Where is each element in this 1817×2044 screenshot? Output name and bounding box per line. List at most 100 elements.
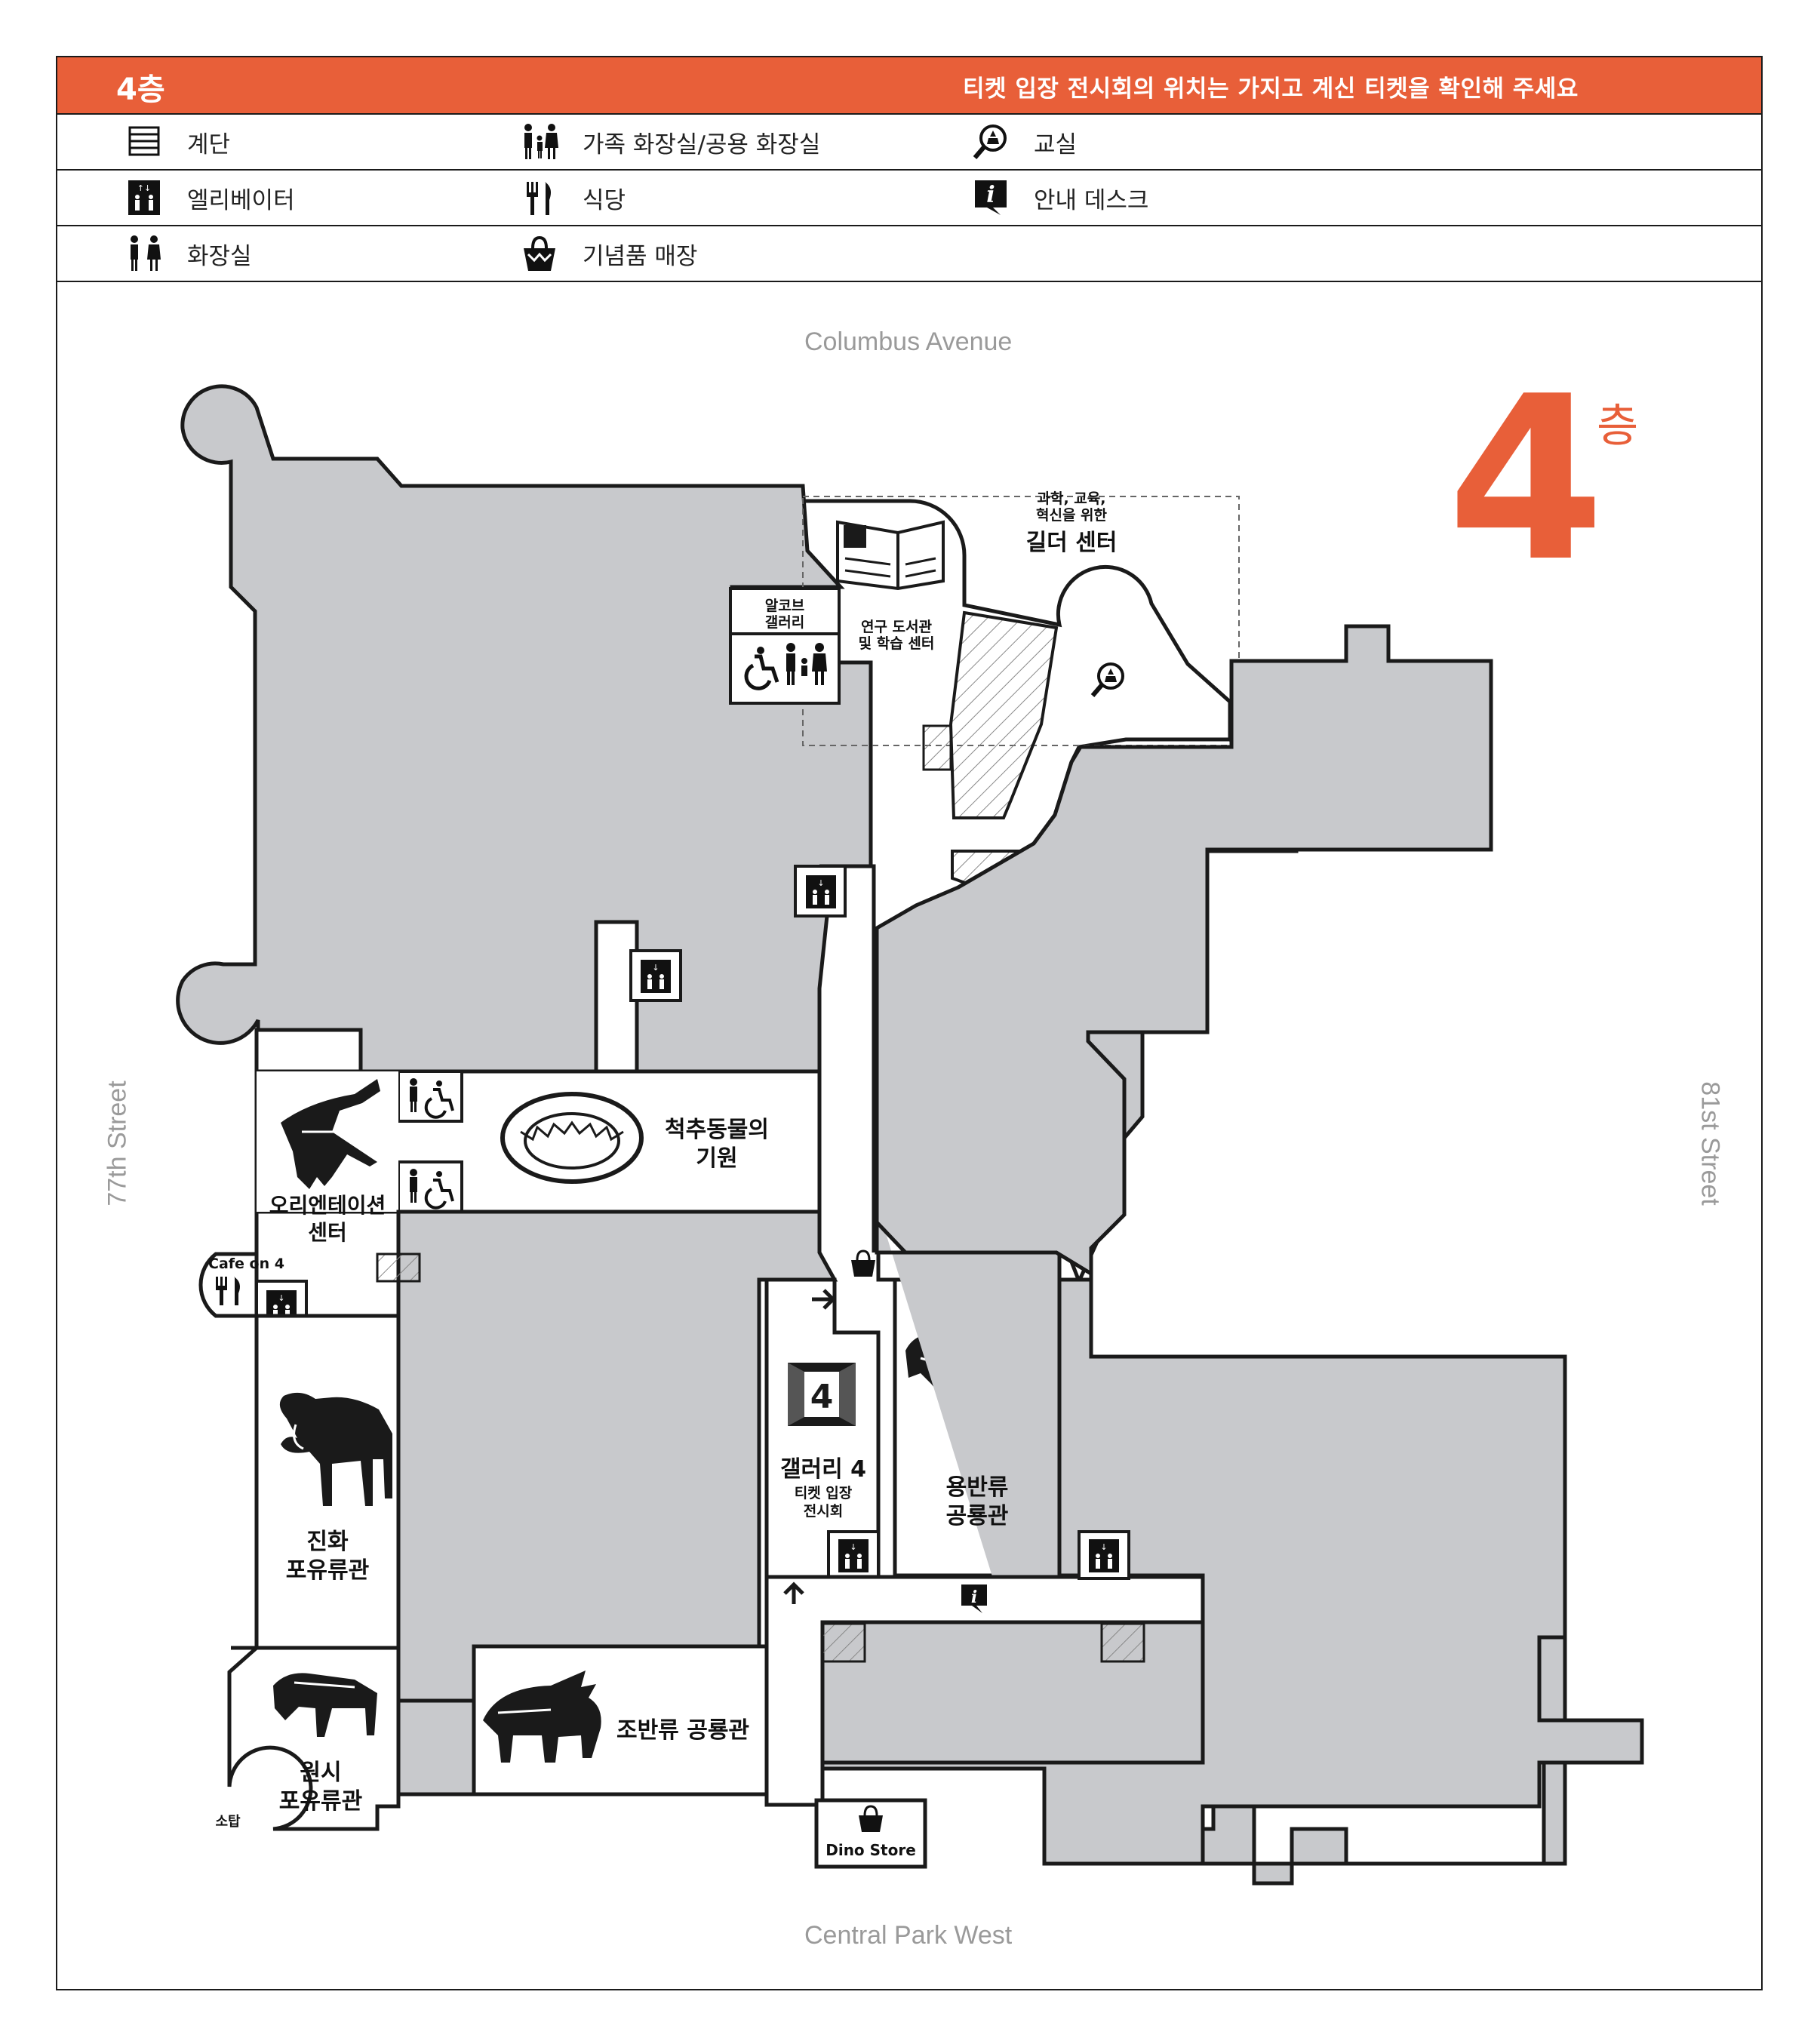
accessible-restroom-icon [744, 643, 827, 690]
svg-text:↓: ↓ [850, 1542, 856, 1552]
dino-store-room [814, 1798, 927, 1869]
legend-dining: 식당 [519, 171, 626, 225]
floor-badge-unit: 층 [1597, 400, 1639, 453]
legend-info-desk-label: 안내 데스크 [1034, 186, 1149, 214]
street-north: Columbus Avenue [804, 327, 1013, 356]
advanced-mammals-label-2: 포유류관 [285, 1557, 370, 1584]
orientation-skeleton-illustration [281, 1079, 380, 1189]
classroom-icon-gilder [1090, 662, 1124, 697]
saurischian-label-2: 공룡관 [945, 1503, 1009, 1529]
south-stairs-right [1100, 1622, 1145, 1663]
arrow-right-icon [812, 1289, 836, 1310]
tower-label: 소탑 [215, 1814, 241, 1830]
restroom-icon [131, 235, 161, 271]
dining-icon [527, 182, 551, 215]
legend-row-3: 화장실 기념품 매장 [57, 226, 1761, 282]
gallery-4-sub-2: 전시회 [803, 1503, 844, 1520]
cafe-stairs [376, 1253, 421, 1283]
orientation-label-1: 오리엔테이션 [269, 1193, 386, 1218]
gilder-title: 길더 센터 [1025, 530, 1118, 556]
primitive-mammals-label-1: 원시 [300, 1760, 342, 1786]
legend-classroom-label: 교실 [1034, 131, 1078, 158]
advanced-mammals-label-1: 진화 [306, 1529, 349, 1555]
shark-jaw-illustration [500, 1092, 644, 1184]
info-icon: i [975, 180, 1007, 215]
legend-gift-shop: 기념품 매장 [519, 226, 697, 281]
orientation-label-2: 센터 [308, 1220, 347, 1245]
gray-block-east-main [875, 624, 1493, 1277]
alcove-label-2: 갤러리 [764, 614, 805, 631]
street-south: Central Park West [804, 1921, 1013, 1950]
accessible-icon-top [410, 1078, 454, 1119]
legend-family-restroom: 가족 화장실/공용 화장실 [519, 115, 820, 169]
stairs-icon [128, 126, 160, 156]
legend-elevator-label: 엘리베이터 [187, 186, 295, 214]
legend-gift-shop-label: 기념품 매장 [583, 242, 698, 270]
ornithischian-side-gray [396, 1698, 476, 1797]
svg-text:↓: ↓ [817, 878, 824, 888]
gallery-4-label: 갤러리 4 [779, 1456, 867, 1483]
library-label-2: 및 학습 센터 [858, 635, 935, 652]
gift-shop-icon-dino-store [859, 1805, 883, 1832]
elevator-icon-west-central: ↓ [641, 960, 671, 993]
triceratops-skeleton-illustration [483, 1671, 601, 1763]
gilder-sub-2: 혁신을 위한 [1035, 507, 1107, 524]
elevator-icon: ↑↓ [128, 180, 160, 215]
gallery-4-icon [788, 1363, 856, 1426]
info-icon-corridor: i [961, 1584, 987, 1613]
legend-stairs: 계단 [124, 115, 230, 169]
library-stairs [922, 724, 952, 771]
legend-classroom: 교실 [970, 115, 1077, 169]
dino-store-label: Dino Store [825, 1841, 916, 1859]
mammoth-skeleton-illustration [279, 1392, 392, 1506]
hatched-atrium [948, 610, 1059, 819]
svg-text:↓: ↓ [652, 963, 659, 973]
sabertooth-skeleton-illustration [273, 1673, 377, 1737]
elevator-icon-gallery4: ↓ [838, 1539, 869, 1572]
gray-block-northwest [176, 384, 873, 1074]
south-inner-gray [820, 1620, 1205, 1765]
elevator-icon-north: ↓ [806, 875, 836, 908]
gallery-4-sub-1: 티켓 입장 [794, 1485, 853, 1501]
ticket-notice: 티켓 입장 전시회의 위치는 가지고 계신 티켓을 확인해 주세요 [963, 75, 1579, 103]
legend-dining-label: 식당 [583, 186, 626, 214]
classroom-icon [973, 124, 1007, 159]
primitive-mammals-label-2: 포유류관 [278, 1788, 363, 1815]
south-stairs-left [821, 1622, 866, 1663]
vertebrate-label-2: 기원 [696, 1145, 738, 1172]
alcove-gallery-room [729, 587, 841, 635]
svg-text:i: i [986, 182, 995, 208]
svg-text:↑↓: ↑↓ [137, 183, 151, 193]
header-bar: 4층 티켓 입장 전시회의 위치는 가지고 계신 티켓을 확인해 주세요 [57, 57, 1761, 115]
legend-stairs-label: 계단 [187, 131, 231, 158]
saurischian-label-1: 용반류 [945, 1474, 1009, 1501]
cafe-room [198, 1252, 259, 1318]
gift-shop-icon-corridor [851, 1249, 875, 1277]
gallery-4-icon-number: 4 [810, 1378, 834, 1416]
legend-row-2: ↑↓ 엘리베이터 식당 i 안내 데스크 [57, 171, 1761, 226]
library-label-1: 연구 도서관 [860, 619, 932, 635]
legend-restroom-label: 화장실 [187, 242, 252, 270]
dining-icon-cafe [216, 1277, 240, 1305]
gift-shop-icon [524, 235, 555, 271]
restroom-box-top [397, 1070, 463, 1123]
svg-text:↓: ↓ [1100, 1542, 1107, 1552]
elevator-icon-east: ↓ [1089, 1539, 1119, 1572]
alcove-label-1: 알코브 [764, 598, 805, 614]
legend-family-restroom-label: 가족 화장실/공용 화장실 [583, 131, 821, 158]
family-restroom-icon [524, 124, 558, 159]
legend-elevator: ↑↓ 엘리베이터 [124, 171, 295, 225]
vertebrate-label-1: 척추동물의 [665, 1117, 769, 1143]
arrow-up-icon [783, 1581, 804, 1604]
svg-text:i: i [971, 1588, 977, 1607]
legend-info-desk: i 안내 데스크 [970, 171, 1148, 225]
floor-tag: 4층 [116, 72, 165, 107]
cafe-label: Cafe on 4 [208, 1256, 284, 1272]
floor-badge-number: 4 [1447, 348, 1605, 611]
restroom-box-bottom [397, 1160, 463, 1213]
legend-row-1: 계단 가족 화장실/공용 화장실 교실 [57, 115, 1761, 171]
accessible-icon-bottom [410, 1169, 454, 1209]
gilder-sub-1: 과학, 교육, [1037, 490, 1106, 507]
book-icon [836, 520, 945, 591]
